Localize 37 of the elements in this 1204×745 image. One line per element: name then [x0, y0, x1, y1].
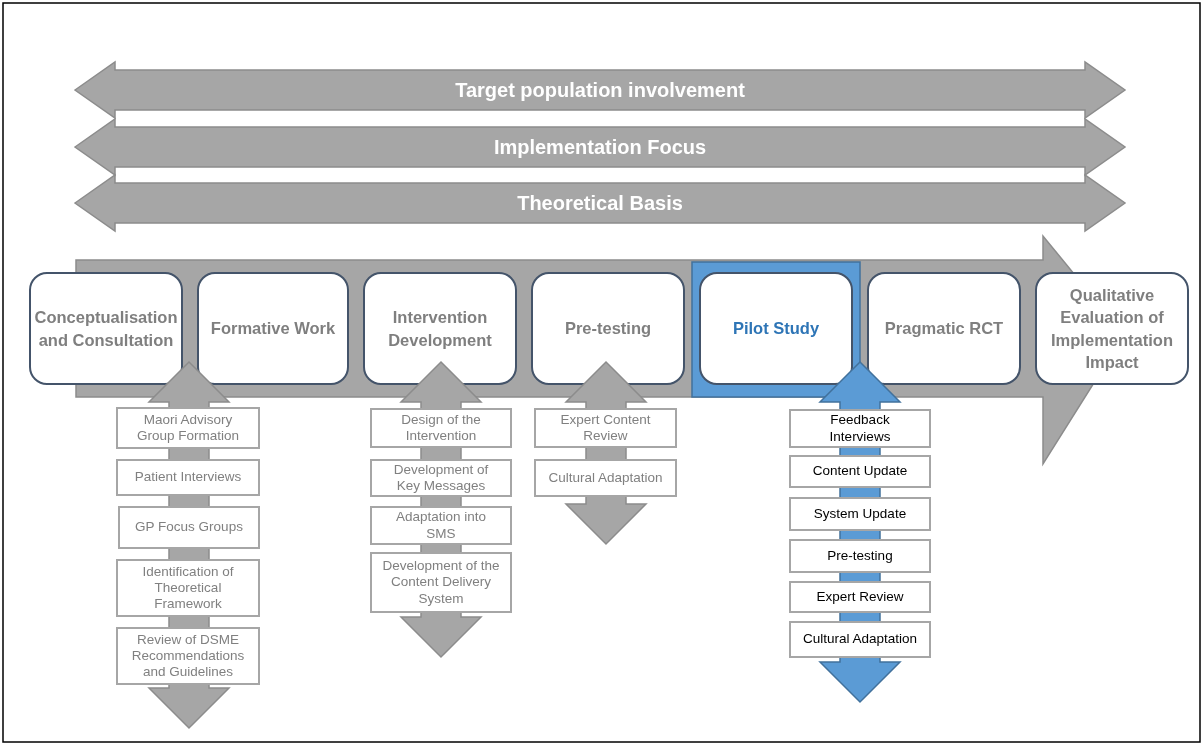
activity-label: Development of the Content Delivery System: [382, 558, 500, 607]
activity-label: Cultural Adaptation: [802, 631, 918, 648]
activity-label: Design of the Intervention: [400, 411, 482, 445]
stage-label: Formative Work: [210, 318, 336, 340]
band-label: Theoretical Basis: [517, 191, 683, 215]
stage-label: Pilot Study: [732, 318, 820, 340]
activity-label: Maori Advisory Group Formation: [135, 411, 240, 445]
band-label: Target population involvement: [455, 78, 745, 102]
activity-label: Cultural Adaptation: [548, 469, 663, 487]
activity-label: Review of DSME Recommendations and Guidelines: [130, 631, 246, 681]
stage-box: [363, 272, 517, 385]
activity-label: Expert Content Review: [559, 411, 652, 445]
activity-label: Development of Key Messages: [392, 461, 490, 495]
activity-label: System Update: [813, 505, 907, 523]
activity-label: Adaptation into SMS: [394, 509, 488, 542]
stage-box: [531, 272, 685, 385]
stage-box: [29, 272, 183, 385]
double-arrow-band: [75, 62, 1125, 118]
stage-box: [197, 272, 349, 385]
stage-box: [1035, 272, 1189, 385]
activity-label: Patient Interviews: [134, 469, 242, 486]
activity-label: Content Update: [812, 463, 908, 480]
double-arrow-band: [75, 175, 1125, 231]
activity-label: Expert Review: [816, 588, 904, 606]
stage-box: [699, 272, 853, 385]
activity-label: Feedback Interviews: [828, 412, 892, 445]
band-label: Implementation Focus: [493, 135, 707, 159]
stage-label: Pragmatic RCT: [884, 318, 1004, 340]
double-arrow-band: [75, 119, 1125, 175]
activity-label: GP Focus Groups: [135, 519, 243, 536]
stage-box: [867, 272, 1021, 385]
stage-label: Conceptualisation and Consultation: [34, 307, 178, 351]
stage-label: Pre-testing: [564, 318, 652, 340]
activity-label: Identification of Theoretical Framework: [141, 563, 235, 613]
stage-label: Intervention Development: [387, 307, 493, 351]
stage-label: Qualitative Evaluation of Implementation Impact: [1050, 284, 1174, 373]
activity-label: Pre-testing: [827, 547, 893, 565]
